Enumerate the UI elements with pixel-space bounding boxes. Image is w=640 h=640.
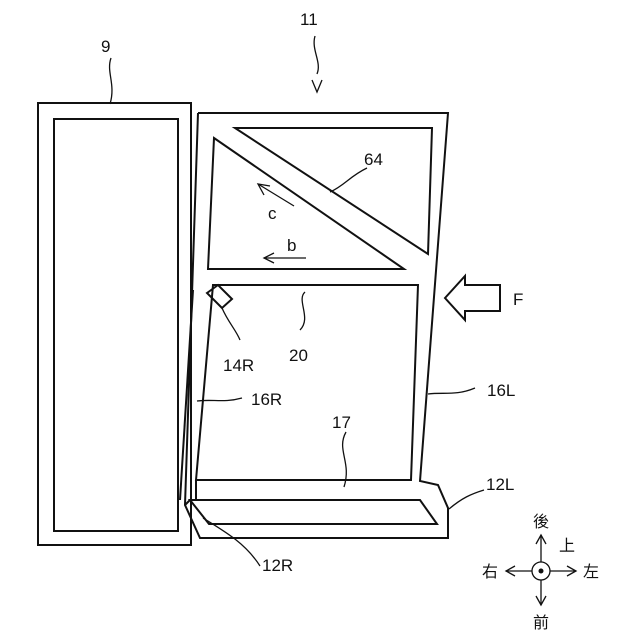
bottom-rail-12	[190, 500, 437, 524]
arrow-c	[258, 184, 294, 206]
label-16R: 16R	[251, 390, 282, 409]
label-20: 20	[289, 346, 308, 365]
label-9: 9	[101, 37, 110, 56]
label-16L: 16L	[487, 381, 515, 400]
frame-9	[38, 103, 191, 545]
compass-right: 右	[482, 562, 498, 581]
label-64: 64	[364, 150, 383, 169]
label-c: c	[268, 204, 277, 223]
compass-left: 左	[583, 562, 599, 581]
label-17: 17	[332, 413, 351, 432]
label-b: b	[287, 236, 296, 255]
label-12R: 12R	[262, 556, 293, 575]
compass-rear: 後	[533, 512, 549, 531]
direction-compass: 後 上 右 左 前	[482, 512, 599, 632]
label-11: 11	[300, 10, 318, 29]
label-F: F	[513, 290, 523, 309]
label-12L: 12L	[486, 475, 514, 494]
assembly-11	[180, 113, 448, 538]
arrow-b	[264, 253, 306, 263]
label-14R: 14R	[223, 356, 254, 375]
lower-window-panel	[196, 285, 418, 480]
outer-frame-11	[185, 113, 448, 538]
force-arrow-F	[445, 276, 500, 320]
leader-lines	[110, 36, 484, 566]
compass-up: 上	[559, 536, 575, 555]
reference-labels: 9 11 64 c b F 20 14R 16R 16L 17 12L 12R	[101, 10, 523, 575]
compass-front: 前	[533, 613, 549, 632]
